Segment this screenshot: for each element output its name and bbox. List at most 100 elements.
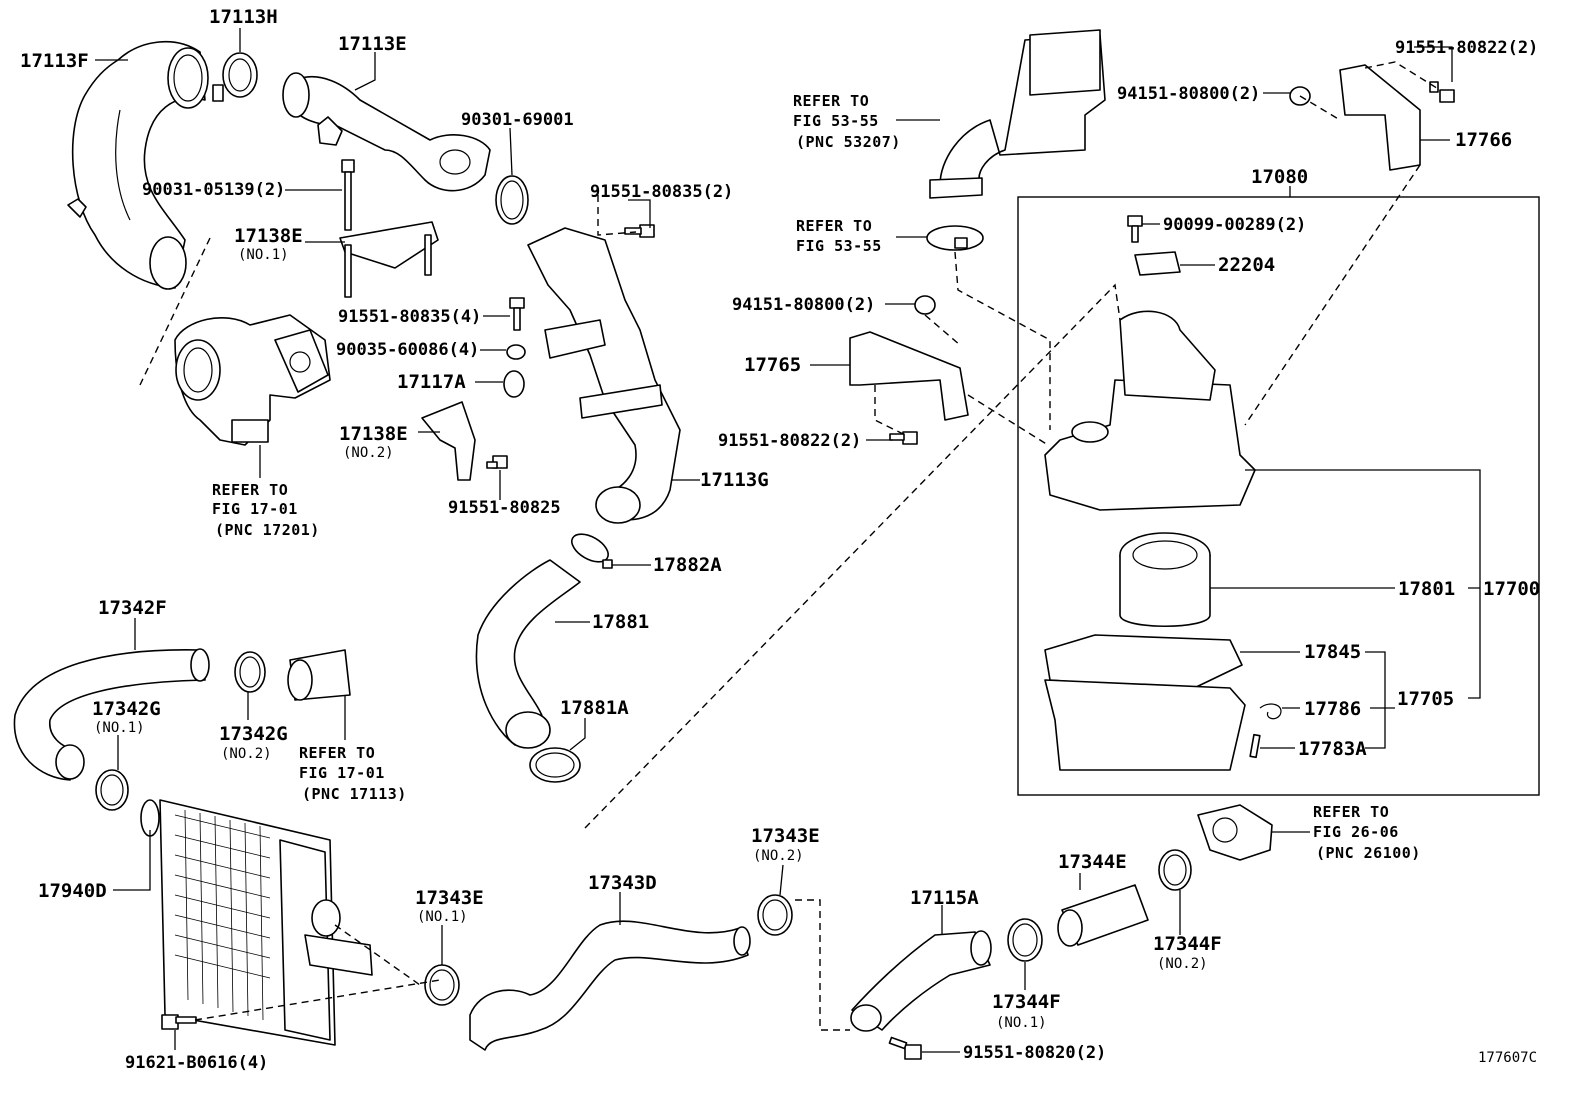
label-17766: 17766 [1455,129,1512,151]
label-91551-80835-4: 91551-80835(4) [338,307,481,327]
bolt-91551-80835-4 [509,297,525,331]
air-cleaner-case [1044,679,1246,771]
air-cleaner-cap [1044,310,1256,511]
hose-17342F [13,648,210,781]
ref1-line2: FIG 17-01 [212,500,298,518]
bolt-91551-80822-top [1429,81,1455,103]
label-17845: 17845 [1304,641,1361,663]
label-91551-80822-mid: 91551-80822(2) [718,431,861,451]
grommet-17117A [503,370,525,398]
label-17882A: 17882A [653,554,722,576]
label-91621-B0616: 91621-B0616(4) [125,1053,268,1073]
label-17342G-no1: 17342G [92,698,161,720]
ref5-line2: FIG 26-06 [1313,823,1399,841]
clamp-17344F-no1 [1007,918,1043,962]
label-91551-80835-2: 91551-80835(2) [590,182,733,202]
clip-17786 [1259,703,1282,720]
label-17801: 17801 [1398,578,1455,600]
label-17343D: 17343D [588,872,657,894]
label-94151-80800-mid: 94151-80800(2) [732,295,875,315]
intercooler-17940D [140,799,373,1046]
housing-26100 [1197,804,1273,861]
oring-90301-inner [500,180,524,220]
ref5-line1: REFER TO [1313,803,1389,821]
bracket-17766 [1339,64,1421,171]
bolt-91621 [161,1014,197,1030]
part-labels: 17113H 17113F 17113E 90301-69001 90031-0… [20,6,1540,1073]
pipe-17115A [850,930,992,1032]
bracket-17138E-no2 [421,401,476,481]
ref4-line1: REFER TO [796,217,872,235]
label-90301-69001: 90301-69001 [461,110,574,130]
clamp-17342G-no1 [95,769,129,811]
label-17344F-no2: 17344F [1153,933,1222,955]
label-17138E-no2-sub: (NO.2) [343,445,394,461]
hose-17344E [1057,884,1149,947]
label-17343E-no2: 17343E [751,825,820,847]
label-17342G-no1-sub: (NO.1) [94,720,145,736]
assembly-box-17080 [1017,196,1540,796]
label-17765: 17765 [744,354,801,376]
clamp-17113H [212,52,258,102]
label-17343E-no1: 17343E [415,887,484,909]
label-17783A: 17783A [1298,738,1367,760]
pipe-stub-17113 [287,649,351,701]
label-17700: 17700 [1483,578,1540,600]
hose-17113F [67,40,209,290]
pipe-17113G [527,227,681,524]
washer-90035 [506,344,526,360]
label-17344F-no2-sub: (NO.2) [1157,956,1208,972]
nut-94151-mid [914,295,936,315]
dashed-lines [139,61,1441,1031]
leader-lines [95,28,1481,1053]
sensor-22204 [1134,251,1181,276]
label-17342F: 17342F [98,597,167,619]
hose-17343D [469,920,751,1051]
bracket-17138E-no1 [339,221,439,298]
band-53-55 [926,225,984,251]
figure-id: 177607C [1478,1050,1537,1066]
label-17342G-no2: 17342G [219,723,288,745]
label-91551-80825: 91551-80825 [448,498,561,518]
label-17343E-no2-sub: (NO.2) [753,848,804,864]
label-17117A: 17117A [397,371,466,393]
label-17113E: 17113E [338,33,407,55]
label-17342G-no2-sub: (NO.2) [221,746,272,762]
label-17138E-no2: 17138E [339,423,408,445]
label-17786: 17786 [1304,698,1361,720]
label-17080: 17080 [1251,166,1308,188]
ref2-line3: (PNC 17113) [302,785,407,803]
clamp-17343E-no2 [757,894,793,936]
label-90099-00289: 90099-00289(2) [1163,215,1306,235]
ref1-line3: (PNC 17201) [215,521,320,539]
label-90035-60086: 90035-60086(4) [336,340,479,360]
label-22204: 22204 [1218,254,1275,276]
label-17705: 17705 [1397,688,1454,710]
bolt-91551-80822-mid [889,431,918,445]
ref3-line3: (PNC 53207) [796,133,901,151]
bracket-17765 [849,331,969,421]
label-91551-80820: 91551-80820(2) [963,1043,1106,1063]
label-17113G: 17113G [700,469,769,491]
bolt-90099 [1127,215,1143,243]
label-90031-05139: 90031-05139(2) [142,180,285,200]
hose-17881 [475,559,581,749]
label-17343E-no1-sub: (NO.1) [417,909,468,925]
pipe-17113E [282,72,491,192]
ref5-line3: (PNC 26100) [1316,844,1421,862]
clamp-17343E-no1 [424,964,460,1006]
label-17113F: 17113F [20,50,89,72]
label-17344E: 17344E [1058,851,1127,873]
label-17138E-no1: 17138E [234,225,303,247]
filter-element-17801 [1119,532,1211,627]
label-91551-80822-top: 91551-80822(2) [1395,38,1538,58]
label-17138E-no1-sub: (NO.1) [238,247,289,263]
bolt-90031 [341,159,355,231]
ref1-line1: REFER TO [212,481,288,499]
clamp-17882A [571,533,613,569]
refer-to-notes: REFER TO FIG 17-01 (PNC 17201) REFER TO … [212,92,1421,862]
ref2-line2: FIG 17-01 [299,764,385,782]
air-duct-53207 [929,29,1106,199]
ref3-line1: REFER TO [793,92,869,110]
